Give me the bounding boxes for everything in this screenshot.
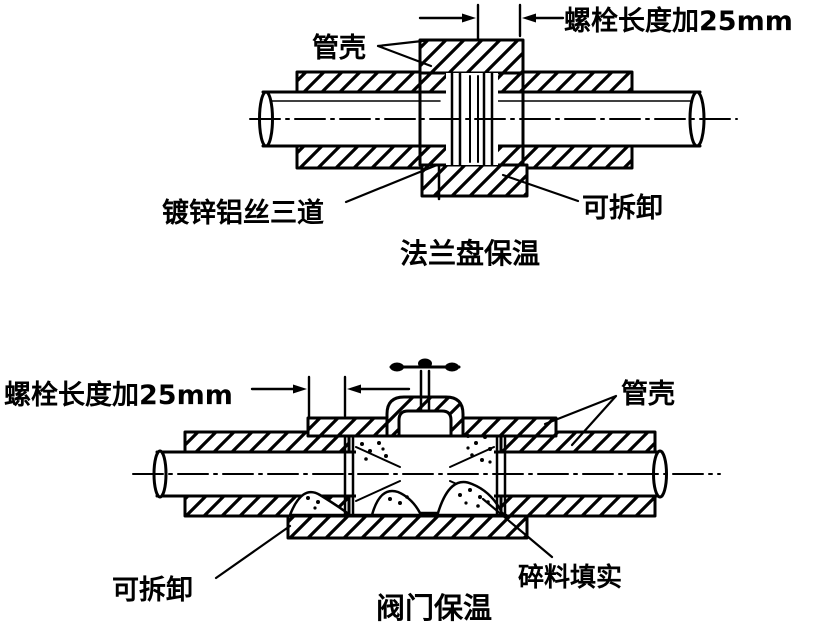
wire-label: 镀锌铝丝三道 [162, 197, 324, 229]
bolt-length-dimension [250, 375, 411, 420]
flange-caption: 法兰盘保温 [400, 237, 540, 270]
valve-caption: 阀门保温 [376, 591, 492, 625]
fill-leader-line [481, 497, 554, 559]
valve-stem [419, 369, 431, 412]
fill-label: 碎料填实 [518, 562, 622, 593]
valve-flange-bolts [343, 434, 507, 518]
wire-leader-line [344, 163, 439, 204]
removable-label: 可拆卸 [582, 192, 663, 224]
fill-speckles [306, 434, 492, 510]
shell-leader-line [543, 394, 618, 447]
removable-label: 可拆卸 [112, 574, 193, 606]
bolt-length-label: 螺栓长度加25mm [4, 379, 233, 411]
shell-label: 管壳 [621, 379, 675, 410]
bolt-length-dimension [418, 3, 565, 42]
removable-leader-line [214, 524, 292, 580]
bolt-length-label: 螺栓长度加25mm [564, 5, 793, 37]
crushed-fill [288, 434, 508, 517]
valve-insulation-diagram: 螺栓长度加25mm 管壳 可拆卸 碎料填实 阀门保温 [4, 358, 721, 625]
shell-label: 管壳 [312, 33, 366, 64]
valve-handwheel [389, 358, 461, 372]
flange-insulation-diagram: 管壳 螺栓长度加25mm 镀锌铝丝三道 可拆卸 法兰盘保温 [162, 3, 793, 270]
shell-leader-line [376, 38, 433, 68]
removable-leader-line [501, 173, 580, 203]
